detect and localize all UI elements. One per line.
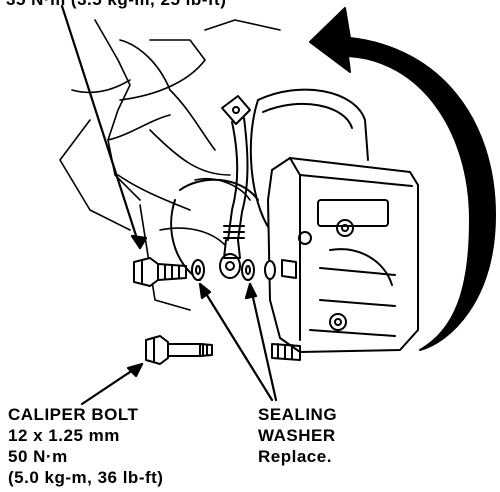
caliper-bolt-label: CALIPER BOLT 12 x 1.25 mm 50 N·m (5.0 kg…	[8, 404, 163, 488]
caliper-bolt-torque: 50 N·m	[8, 447, 68, 466]
rotation-arrow	[309, 7, 496, 351]
leader-arrows	[60, 4, 278, 406]
banjo-bolt	[133, 257, 187, 287]
caliper-body	[267, 157, 419, 353]
sealing-washer-title-2: WASHER	[258, 426, 336, 445]
banjo-bolt-torque-label: 35 N·m (3.5 kg-m, 25 lb-ft)	[6, 0, 226, 10]
steering-knuckle	[59, 19, 281, 311]
lower-caliper-bolt	[271, 343, 301, 361]
brake-hose	[219, 95, 251, 279]
caliper-bolt-size: 12 x 1.25 mm	[8, 426, 120, 445]
sealing-washers	[191, 259, 276, 281]
sealing-washer-title-1: SEALING	[258, 405, 338, 424]
sealing-washer-note: Replace.	[258, 447, 332, 466]
brake-rotor	[170, 88, 369, 281]
caliper-bolt-torque-alt: (5.0 kg-m, 36 lb-ft)	[8, 468, 164, 487]
caliper-bolt-title: CALIPER BOLT	[8, 405, 139, 424]
sealing-washer-label: SEALING WASHER Replace.	[258, 404, 337, 467]
caliper-bolt	[145, 335, 213, 365]
banjo-bolt-torque: 35 N·m (3.5 kg-m, 25 lb-ft)	[6, 0, 226, 10]
